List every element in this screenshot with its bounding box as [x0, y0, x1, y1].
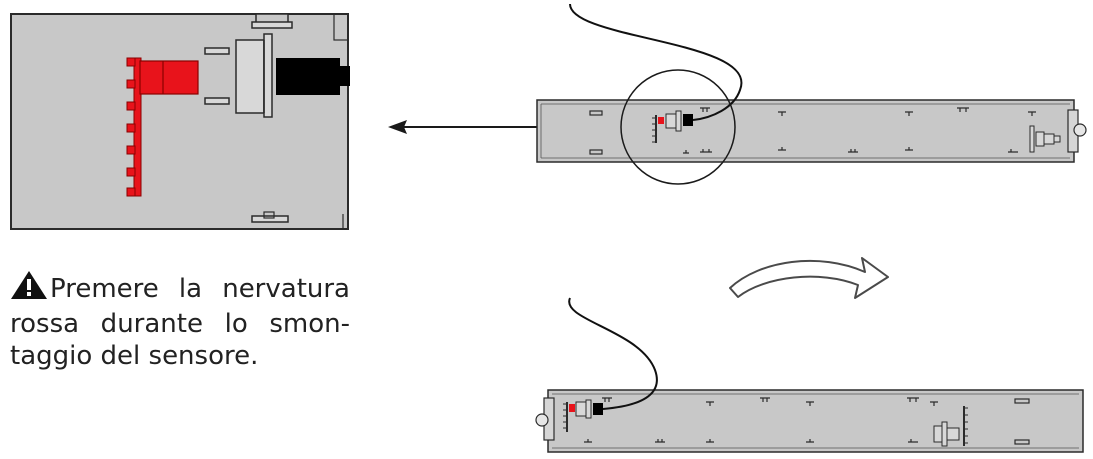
sensor-connector — [204, 33, 273, 118]
detail-view — [10, 13, 350, 230]
housing-top — [536, 3, 1087, 185]
black-sensor — [276, 58, 340, 95]
red-rib — [126, 57, 199, 197]
warning-note: Premere la nervatura rossa durante lo sm… — [10, 270, 350, 372]
housing-bottom — [535, 297, 1084, 453]
warning-triangle-icon — [10, 270, 48, 308]
curved-rotate-arrow-icon — [729, 257, 889, 299]
warning-line-2: rossa durante lo smon- — [10, 309, 350, 339]
left-arrow-icon — [388, 120, 545, 134]
zoom-circle — [620, 69, 736, 185]
warning-line-3: taggio del sensore. — [10, 341, 259, 371]
detail-housing — [10, 13, 349, 230]
warning-line-1: Premere la nervatura — [50, 274, 350, 304]
cable-top — [569, 3, 743, 121]
cable-bottom — [568, 297, 658, 410]
